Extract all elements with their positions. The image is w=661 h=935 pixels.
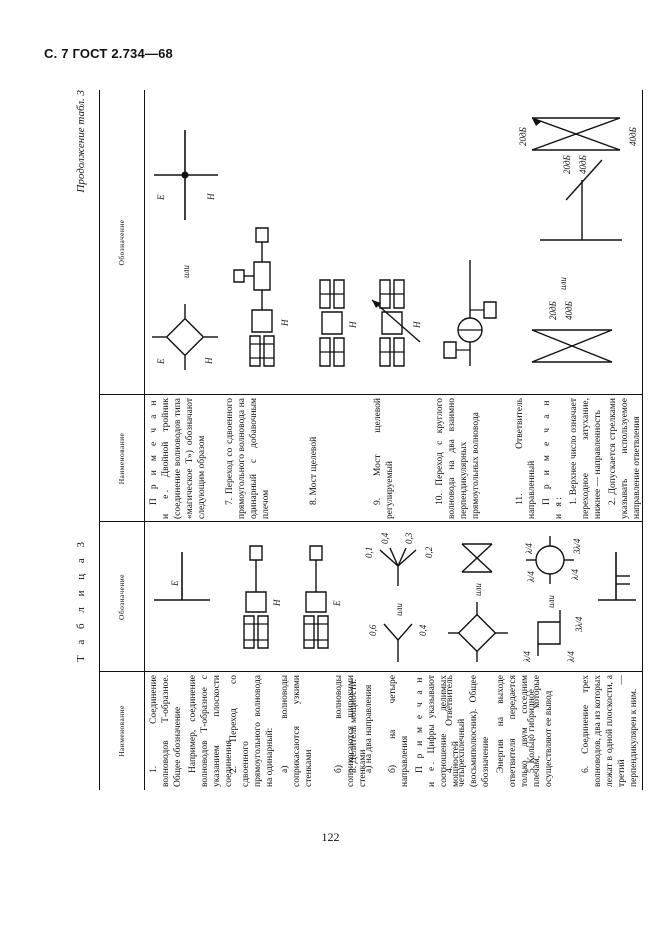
entry-8-title: 8. Мост щелевой — [309, 436, 319, 505]
entry-9-title: 9. Мост щелевой регулируемый — [373, 398, 395, 519]
col-head-designation-1: Обозначение — [117, 574, 126, 620]
entry-11-title: 11. Ответвитель направленный — [515, 398, 537, 519]
db-label: 40дБ — [578, 154, 588, 174]
table-title: Т а б л и ц а 3 — [75, 537, 87, 663]
page-header: С. 7 ГОСТ 2.734—68 — [44, 46, 173, 61]
quarter-label: λ/4 — [522, 651, 532, 663]
column-divider — [100, 394, 642, 395]
or-label: или — [558, 277, 568, 290]
four-port-coupler-symbol: или — [448, 532, 518, 662]
quarter-label: λ/4 — [570, 569, 580, 581]
three-waveguide-junction-symbol — [596, 550, 640, 640]
entry-1-text: 1. Соединение волноводов Т-образное. Общ… — [148, 675, 238, 787]
ratio-label: 0,2 — [424, 546, 434, 558]
entry-2-title: 2. Переход со сдвоенного прямоугольного … — [229, 675, 275, 787]
entry-9-text: 9. Мост щелевой регулируемый — [372, 398, 399, 519]
h-label: H — [204, 357, 214, 365]
e-label: E — [156, 194, 166, 201]
entry-note-magic-t: П р и м е ч а н и е. Двойной тройник (со… — [148, 398, 211, 519]
circular-to-rectangular-symbol — [436, 110, 506, 370]
dual-to-single-extra-arm-symbol: H — [240, 110, 290, 370]
entry-6-title: 6. Соединение трех волноводов, два из ко… — [581, 675, 639, 787]
entry-3a: а) на два направления — [364, 684, 374, 773]
entry-1-title: 1. Соединение волноводов Т-образное. Общ… — [149, 675, 183, 787]
magic-t-symbol: E H или E H — [150, 110, 222, 370]
ratio-label: 0,4 — [418, 624, 428, 636]
rotated-table-frame: Т а б л и ц а 3 Продолжение табл. 3 Наим… — [75, 90, 643, 790]
three-quarter-label: 3λ/4 — [572, 538, 582, 555]
continuation-label: Продолжение табл. 3 — [75, 90, 87, 193]
entry-11-note-2: 2. Допускается стрелками указывать испол… — [608, 398, 642, 519]
db-label: 40дБ — [628, 126, 638, 146]
entry-5-title: 5. Кольцо гибридное — [527, 689, 537, 773]
dual-to-single-wide-symbol: E — [300, 540, 342, 650]
entry-3-title: 3. Делитель мощности: — [349, 678, 359, 773]
ratio-label: 0,3 — [404, 532, 414, 544]
entry-3b: б) на четыре направления — [388, 675, 410, 787]
entry-7-text: 7. Переход со сдвоенного прямоугольного … — [224, 398, 275, 519]
page-number: 122 — [321, 830, 340, 844]
db-label: 20дБ — [518, 126, 528, 146]
quarter-label: λ/4 — [526, 571, 536, 583]
directional-coupler-symbol: 20дБ 40дБ или 20дБ 40дБ 20дБ 40дБ — [518, 100, 638, 370]
entry-10-title: 10. Переход с круглого волновода на два … — [435, 398, 481, 519]
h-label: H — [206, 193, 216, 201]
or-label: или — [394, 603, 404, 616]
entry-11-note-1: 1. Верхнее число означает переходное зат… — [569, 398, 603, 519]
three-quarter-label: 3λ/4 — [574, 616, 584, 633]
column-divider — [100, 671, 642, 672]
ratio-label: 0,6 — [368, 624, 378, 636]
entry-8-text: 8. Мост щелевой — [308, 398, 323, 519]
ratio-label: 0,1 — [364, 547, 374, 558]
header-rule — [144, 90, 145, 790]
entry-7-title: 7. Переход со сдвоенного прямоугольного … — [225, 398, 271, 519]
entry-6-text: 6. Соединение трех волноводов, два из ко… — [580, 675, 643, 787]
col-head-name-1: Наименование — [117, 705, 126, 757]
hybrid-ring-symbol: λ/4 λ/4 3λ/4 или λ/4 λ/4 λ/4 3λ/4 — [522, 526, 584, 663]
ratio-label: 0,4 — [380, 532, 390, 544]
entry-2a: а) волноводы соприкасаются узкими стенка… — [280, 675, 314, 787]
e-label: E — [332, 600, 342, 607]
h-label: H — [280, 319, 290, 327]
or-label: или — [546, 595, 556, 608]
slot-bridge-symbol: H — [312, 110, 358, 370]
entry-4-title: 4. Ответвитель четырехплечный (восьмипол… — [445, 675, 491, 787]
or-label: или — [181, 265, 191, 278]
entry-11-note-word: П р и м е ч а н и я: — [542, 398, 564, 519]
t-junction-symbol: E — [152, 550, 212, 640]
entry-11-text: 11. Ответвитель направленный П р и м е ч… — [514, 398, 646, 519]
col-head-designation-2: Обозначение — [117, 219, 126, 266]
quarter-label: λ/4 — [524, 543, 534, 555]
quarter-label: λ/4 — [566, 651, 576, 663]
column-divider — [100, 521, 642, 522]
entry-5-text: 5. Кольцо гибридное — [526, 675, 541, 787]
h-label: H — [348, 321, 358, 329]
e-label: E — [170, 580, 180, 587]
e-label: E — [156, 358, 166, 365]
db-label: 20дБ — [562, 154, 572, 174]
or-label: или — [473, 583, 483, 596]
h-label: H — [272, 599, 282, 607]
entry-10-text: 10. Переход с круглого волновода на два … — [434, 398, 485, 519]
adjustable-slot-bridge-symbol: H — [370, 110, 422, 370]
db-label: 40дБ — [564, 300, 574, 320]
power-divider-symbol: 0,6 0,4 или 0,1 0,4 0,3 0,2 — [364, 532, 434, 666]
entry-4-note: Энергия на выходе ответвителя передается… — [496, 675, 554, 787]
col-head-name-2: Наименование — [117, 432, 126, 485]
h-label: H — [412, 321, 422, 329]
dual-to-single-narrow-symbol: H — [240, 540, 282, 650]
table-grid: Наименование Обозначение Наименование Об… — [99, 90, 643, 790]
db-label: 20дБ — [548, 300, 558, 320]
